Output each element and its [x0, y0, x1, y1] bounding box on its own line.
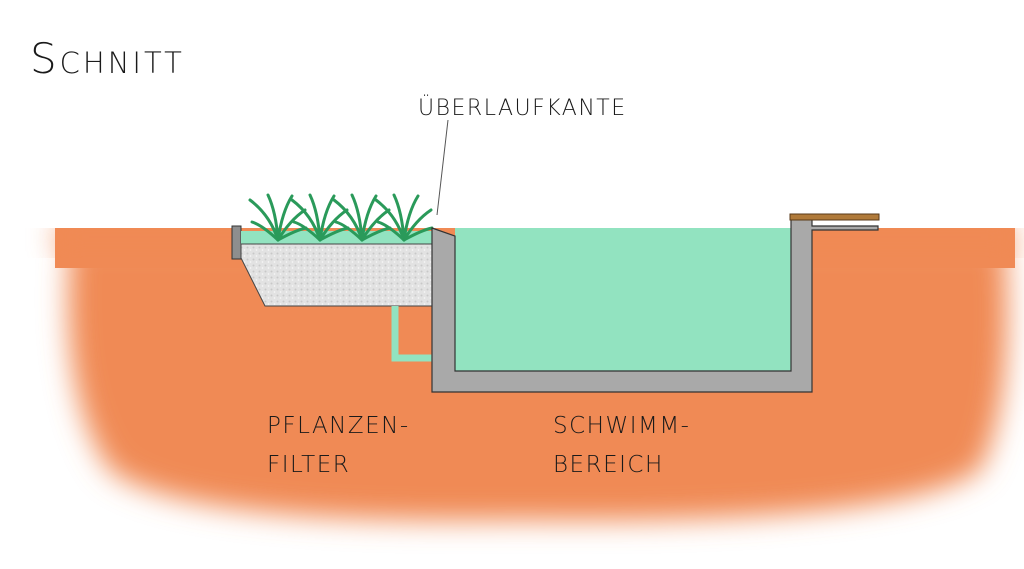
- overflow-edge-leader-line: [436, 119, 449, 216]
- pool-concrete-shell: [431, 217, 879, 393]
- swim-area-label-line1: SCHWIMM-: [553, 413, 691, 439]
- pool-water: [455, 228, 791, 371]
- overflow-edge-label: ÜBERLAUFKANTE: [418, 96, 627, 121]
- plant-filter-label-line1: PFLANZEN-: [267, 413, 410, 439]
- plant-filter-label-line2: FILTER: [267, 452, 351, 478]
- diagram-title: Schnitt: [30, 34, 185, 83]
- plants: [248, 193, 434, 242]
- filter-gravel: [240, 243, 434, 307]
- wood-coping: [789, 213, 880, 221]
- filter-left-wall: [231, 225, 242, 260]
- swim-area-label-line2: BEREICH: [553, 452, 664, 478]
